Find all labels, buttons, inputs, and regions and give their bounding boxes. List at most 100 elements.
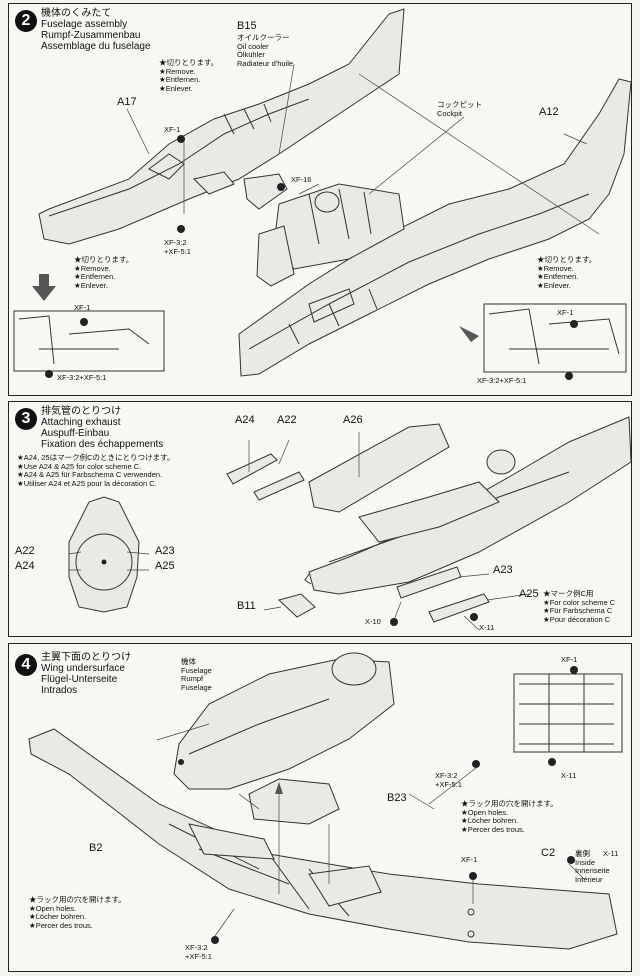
- note-line: ★Utiliser A24 et A25 pour la décoration …: [17, 478, 157, 488]
- caption-line: Radiateur d'huile: [237, 58, 294, 68]
- part-label-a25: A25: [519, 588, 539, 600]
- title-fr: Fixation des échappements: [41, 439, 164, 450]
- note-line: ★マーク例C用: [543, 589, 594, 598]
- caption-line: 機体: [181, 657, 196, 666]
- step-number: 4: [15, 654, 37, 676]
- fuselage-caption: 機体 Fuselage Rumpf Fuselage: [181, 657, 212, 692]
- paint-mix-inset-right: XF-3:2+XF-5:1: [477, 376, 527, 385]
- caption-line: Ölkühler: [237, 50, 265, 59]
- part-label-a17: A17: [117, 96, 137, 108]
- part-label-x10: X-10: [365, 617, 381, 626]
- holes-note-left: ★ラック用の穴を開けます。 ★Open holes. ★Löcher bohre…: [29, 895, 126, 930]
- cockpit-caption: コックピット Cockpit: [437, 100, 482, 118]
- part-label-a23-front: A23: [155, 545, 175, 557]
- note-line: ★Open holes.: [29, 903, 77, 913]
- part-label-a22-front: A22: [15, 545, 35, 557]
- caption-line: オイルクーラー: [237, 33, 290, 42]
- note-line: ★Enlever.: [537, 280, 571, 290]
- part-label-a24: A24: [235, 414, 255, 426]
- caption-line: Rumpf: [181, 674, 204, 683]
- note-line: ★Enlever.: [74, 280, 108, 290]
- note-line: ★Open holes.: [461, 807, 509, 817]
- part-label-a22: A22: [277, 414, 297, 426]
- paint-mix-inset-left: XF-3:2+XF-5:1: [57, 373, 107, 382]
- fuselage-assembly-illustration: [13, 8, 632, 380]
- note-line: ★A24, 25はマーク例Cのときにとりつけます。: [17, 453, 175, 462]
- part-label-a26: A26: [343, 414, 363, 426]
- title-de: Rumpf-Zusammenbau: [41, 30, 141, 41]
- note-line: ★ラック用の穴を開けます。: [461, 799, 558, 808]
- part-label-a24-front: A24: [15, 560, 35, 572]
- mix-line: XF-3:2: [164, 238, 187, 247]
- paint-xf1-inset: XF-1: [561, 655, 578, 664]
- part-label-c2: C2: [541, 847, 556, 859]
- step-title: 排気管のとりつけ Attaching exhaust Auspuff-Einba…: [41, 406, 163, 450]
- paint-x11-inset: X-11: [561, 771, 577, 780]
- note-line: ★Use A24 & A25 for color scheme C.: [17, 461, 142, 471]
- note-line: ★切りとります。: [537, 255, 597, 264]
- caption-line: Fuselage: [181, 665, 212, 675]
- mix-line: +XF-5:1: [164, 246, 191, 256]
- caption-line: Inside: [575, 857, 596, 867]
- title-jp: 機体のくみたて: [41, 8, 112, 19]
- note-line: ★Löcher bohren.: [461, 816, 519, 825]
- note-line: ★Entfernen.: [537, 272, 579, 281]
- caption-line: 裏側: [575, 849, 590, 858]
- part-label-b15: B15: [237, 20, 257, 32]
- caption-line: コックピット: [437, 100, 482, 109]
- step-number: 3: [15, 408, 37, 430]
- caption-line: Cockpit: [437, 108, 463, 118]
- title-en: Wing undersurface: [41, 663, 125, 674]
- note-line: ★Percer des trous.: [29, 920, 93, 930]
- step-title: 主翼下面のとりつけ Wing undersurface Flügel-Unter…: [41, 652, 131, 696]
- part-label-a23: A23: [493, 564, 513, 576]
- paint-xf1: XF-1: [164, 125, 181, 134]
- caption-line: Fuselage: [181, 682, 212, 692]
- note-line: ★切りとります。: [159, 58, 219, 67]
- note-line: ★Remove.: [74, 263, 111, 273]
- step-2-panel: 2 機体のくみたて Fuselage assembly Rumpf-Zusamm…: [8, 3, 632, 396]
- remove-note-inset-left: ★切りとります。 ★Remove. ★Entfernen. ★Enlever.: [74, 255, 133, 290]
- scheme-note: ★A24, 25はマーク例Cのときにとりつけます。 ★Use A24 & A25…: [17, 453, 175, 488]
- part-label-x11: X-11: [479, 623, 495, 632]
- step-title: 機体のくみたて Fuselage assembly Rumpf-Zusammen…: [41, 8, 151, 52]
- paint-mix: XF-3:2 +XF-5:1: [164, 238, 191, 256]
- note-line: ★Remove.: [537, 263, 574, 273]
- scheme-c-note: ★マーク例C用 ★For color scheme C ★Für Farbsch…: [543, 589, 616, 624]
- note-line: ★Entfernen.: [74, 272, 116, 281]
- note-line: ★Löcher bohren.: [29, 912, 87, 921]
- note-line: ★Pour décoration C: [543, 614, 611, 624]
- caption-line: Innenseite: [575, 866, 610, 875]
- paint-xf1-wing: XF-1: [461, 855, 478, 864]
- part-label-b2: B2: [89, 842, 103, 854]
- part-label-b23: B23: [387, 792, 407, 804]
- mix-line: XF-3:2: [185, 943, 208, 952]
- title-en: Fuselage assembly: [41, 19, 128, 30]
- step-4-panel: 4 主翼下面のとりつけ Wing undersurface Flügel-Unt…: [8, 643, 632, 972]
- exhaust-illustration: [68, 416, 632, 631]
- wing-undersurface-illustration: [28, 652, 623, 950]
- paint-xf1-inset-right: XF-1: [557, 308, 574, 317]
- paint-mix-bottom: XF-3:2 +XF-5:1: [185, 943, 212, 961]
- note-line: ★Percer des trous.: [461, 824, 525, 834]
- part-label-a12: A12: [539, 106, 559, 118]
- note-line: ★A24 & A25 für Farbschema C verwenden.: [17, 470, 163, 479]
- paint-xf1-inset-left: XF-1: [74, 303, 91, 312]
- part-label-a25-front: A25: [155, 560, 175, 572]
- title-jp: 排気管のとりつけ: [41, 406, 122, 417]
- note-line: ★For color scheme C: [543, 597, 616, 607]
- title-en: Attaching exhaust: [41, 417, 121, 428]
- caption-line: Intérieur: [575, 874, 603, 884]
- title-fr: Intrados: [41, 685, 78, 696]
- b15-caption: オイルクーラー Oil cooler Ölkühler Radiateur d'…: [237, 33, 294, 68]
- remove-note-inset-right: ★切りとります。 ★Remove. ★Entfernen. ★Enlever.: [537, 255, 597, 290]
- part-label-b11: B11: [237, 600, 256, 612]
- note-line: ★Enlever.: [159, 83, 193, 93]
- title-de: Flügel-Unterseite: [41, 674, 118, 685]
- mix-line: +XF-5:1: [435, 779, 462, 789]
- note-line: ★Entfernen.: [159, 75, 201, 84]
- mix-line: +XF-5:1: [185, 951, 212, 961]
- paint-x11-c2: X-11: [603, 849, 619, 858]
- note-line: ★Remove.: [159, 66, 196, 76]
- note-line: ★ラック用の穴を開けます。: [29, 895, 126, 904]
